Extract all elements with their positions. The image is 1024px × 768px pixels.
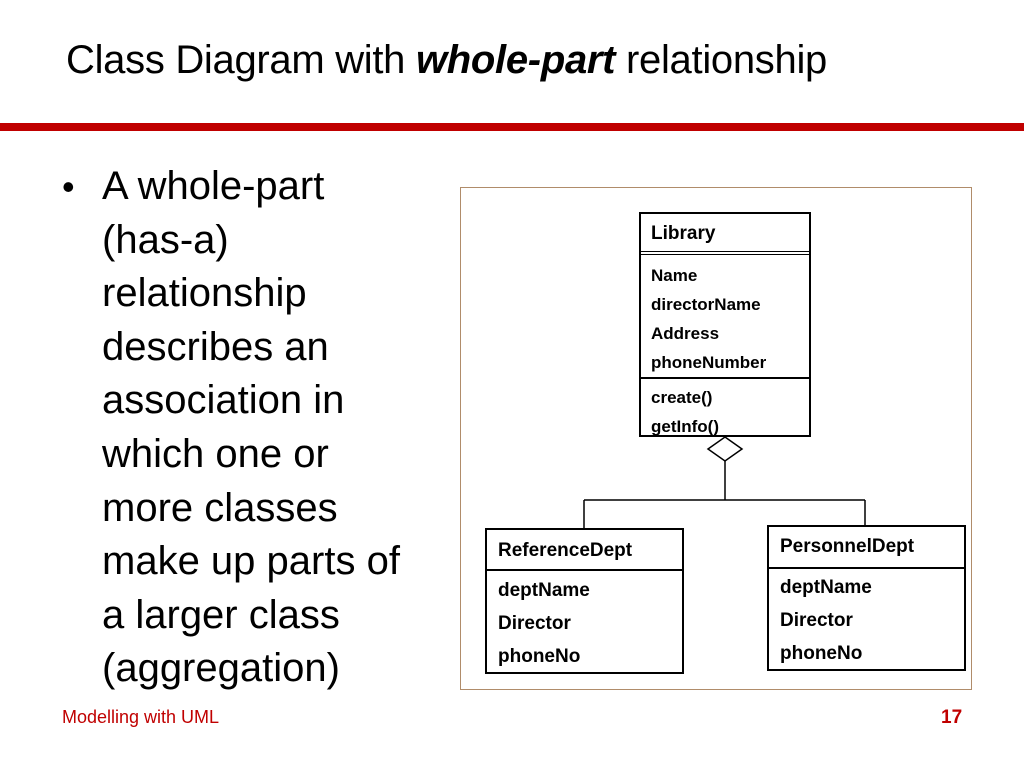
bullet-line: make up parts of <box>102 539 400 584</box>
bullet-icon: • <box>62 166 75 207</box>
referencedept-class-name: ReferenceDept <box>498 540 633 561</box>
library-operation: create() <box>651 388 713 407</box>
title-text-end: relationship <box>615 38 827 82</box>
library-attribute: directorName <box>651 295 761 314</box>
personneldept-attribute: deptName <box>780 577 872 598</box>
personneldept-attribute: phoneNo <box>780 643 863 664</box>
referencedept-attribute: phoneNo <box>498 646 581 667</box>
bullet-line: (has-a) <box>102 217 229 262</box>
footer-page-number: 17 <box>941 707 963 728</box>
library-class: Library Name directorName Address phoneN… <box>639 212 811 437</box>
personneldept-class-name-compartment: PersonnelDept <box>769 527 964 569</box>
bullet-line: (aggregation) <box>102 646 340 691</box>
title-text-start: Class Diagram with <box>66 38 416 82</box>
bullet-line: describes an <box>102 324 329 369</box>
title-divider <box>0 123 1024 131</box>
bullet-line: a larger class <box>102 592 340 637</box>
diagram-frame <box>460 187 972 690</box>
slide-title: Class Diagram with whole-part relationsh… <box>66 38 827 83</box>
referencedept-attribute: deptName <box>498 580 590 601</box>
library-attribute: Address <box>651 324 720 343</box>
title-emphasis: whole-part <box>415 38 616 82</box>
library-operation: getInfo() <box>651 417 719 436</box>
personneldept-attributes: deptName Director phoneNo <box>769 569 964 670</box>
bullet-line: relationship <box>102 271 307 316</box>
footer-course-title: Modelling with UML <box>62 707 220 727</box>
library-attribute: Name <box>651 266 698 285</box>
bullet-line: more classes <box>102 485 338 530</box>
library-class-name-compartment: Library <box>641 214 809 255</box>
bullet-text: A whole-part (has-a) relationship descri… <box>102 160 400 696</box>
bullet-line: A whole-part <box>102 164 325 208</box>
bullet-line: association in <box>102 378 345 423</box>
library-class-name: Library <box>651 223 716 244</box>
referencedept-class-name-compartment: ReferenceDept <box>487 530 682 571</box>
personneldept-class: PersonnelDept deptName Director phoneNo <box>767 525 966 671</box>
library-attribute: phoneNumber <box>651 353 767 372</box>
referencedept-class: ReferenceDept deptName Director phoneNo <box>485 528 684 674</box>
referencedept-attribute: Director <box>498 613 571 634</box>
personneldept-attribute: Director <box>780 610 853 631</box>
referencedept-attributes: deptName Director phoneNo <box>487 571 682 673</box>
library-attributes: Name directorName Address phoneNumber <box>641 255 809 379</box>
library-operations: create() getInfo() <box>641 379 809 441</box>
personneldept-class-name: PersonnelDept <box>780 536 915 557</box>
bullet-line: which one or <box>102 431 329 476</box>
